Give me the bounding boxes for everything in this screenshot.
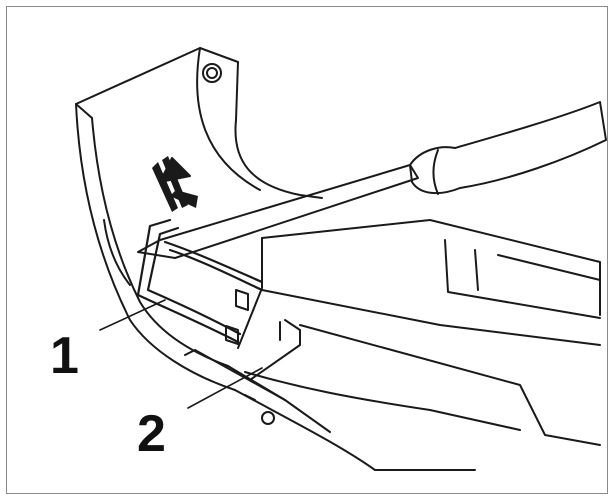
leader-line-2 bbox=[187, 367, 263, 409]
push-arrow-icon bbox=[152, 156, 198, 212]
illustration-frame bbox=[6, 6, 608, 494]
wire-clip bbox=[136, 218, 264, 344]
callout-label-1: 1 bbox=[50, 327, 79, 385]
cover-shell bbox=[75, 47, 476, 471]
leader-line-1 bbox=[99, 299, 166, 331]
callout-label-2: 2 bbox=[137, 405, 166, 463]
housing-body bbox=[225, 219, 601, 446]
screwdriver-icon bbox=[137, 101, 607, 259]
